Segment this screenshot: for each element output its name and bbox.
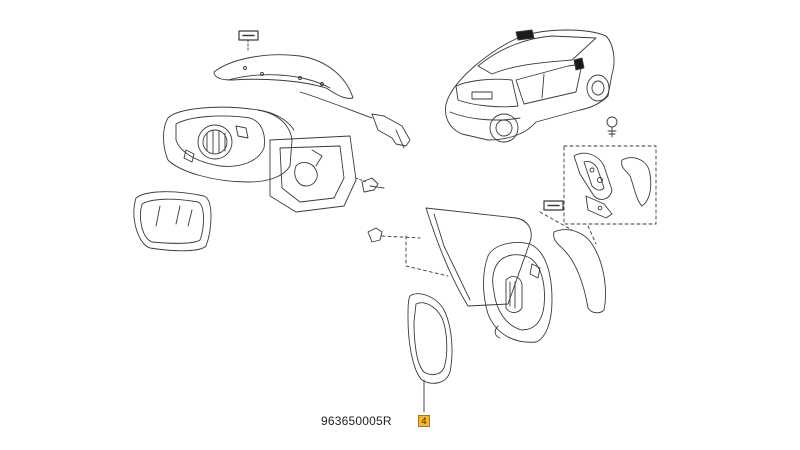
- fixing-screw-top: [361, 177, 385, 193]
- clip-screw: [606, 116, 618, 138]
- mirror-housing: [163, 106, 295, 183]
- callout-badge[interactable]: 4: [418, 415, 430, 427]
- mirror-glass-callout-4: [407, 293, 453, 384]
- inset-bracket: [573, 152, 613, 219]
- fixing-screw-bottom: [367, 227, 421, 243]
- inset-reference-marker: [543, 200, 564, 211]
- mirror-cover-cap: [213, 54, 354, 99]
- part-number-label[interactable]: 963650005R: [321, 414, 392, 428]
- vehicle-illustration: [445, 29, 615, 143]
- wiring-connector: [299, 91, 411, 149]
- mounting-base: [269, 135, 367, 213]
- mirror-actuator-housing: [483, 242, 553, 343]
- replacement-cover: [553, 229, 606, 314]
- cover-reference-marker: [238, 30, 259, 51]
- inset-cap-piece: [621, 157, 652, 207]
- mirror-glass-left: [133, 191, 212, 252]
- exploded-inset-frame: [539, 145, 657, 245]
- mounting-plate: [405, 207, 532, 307]
